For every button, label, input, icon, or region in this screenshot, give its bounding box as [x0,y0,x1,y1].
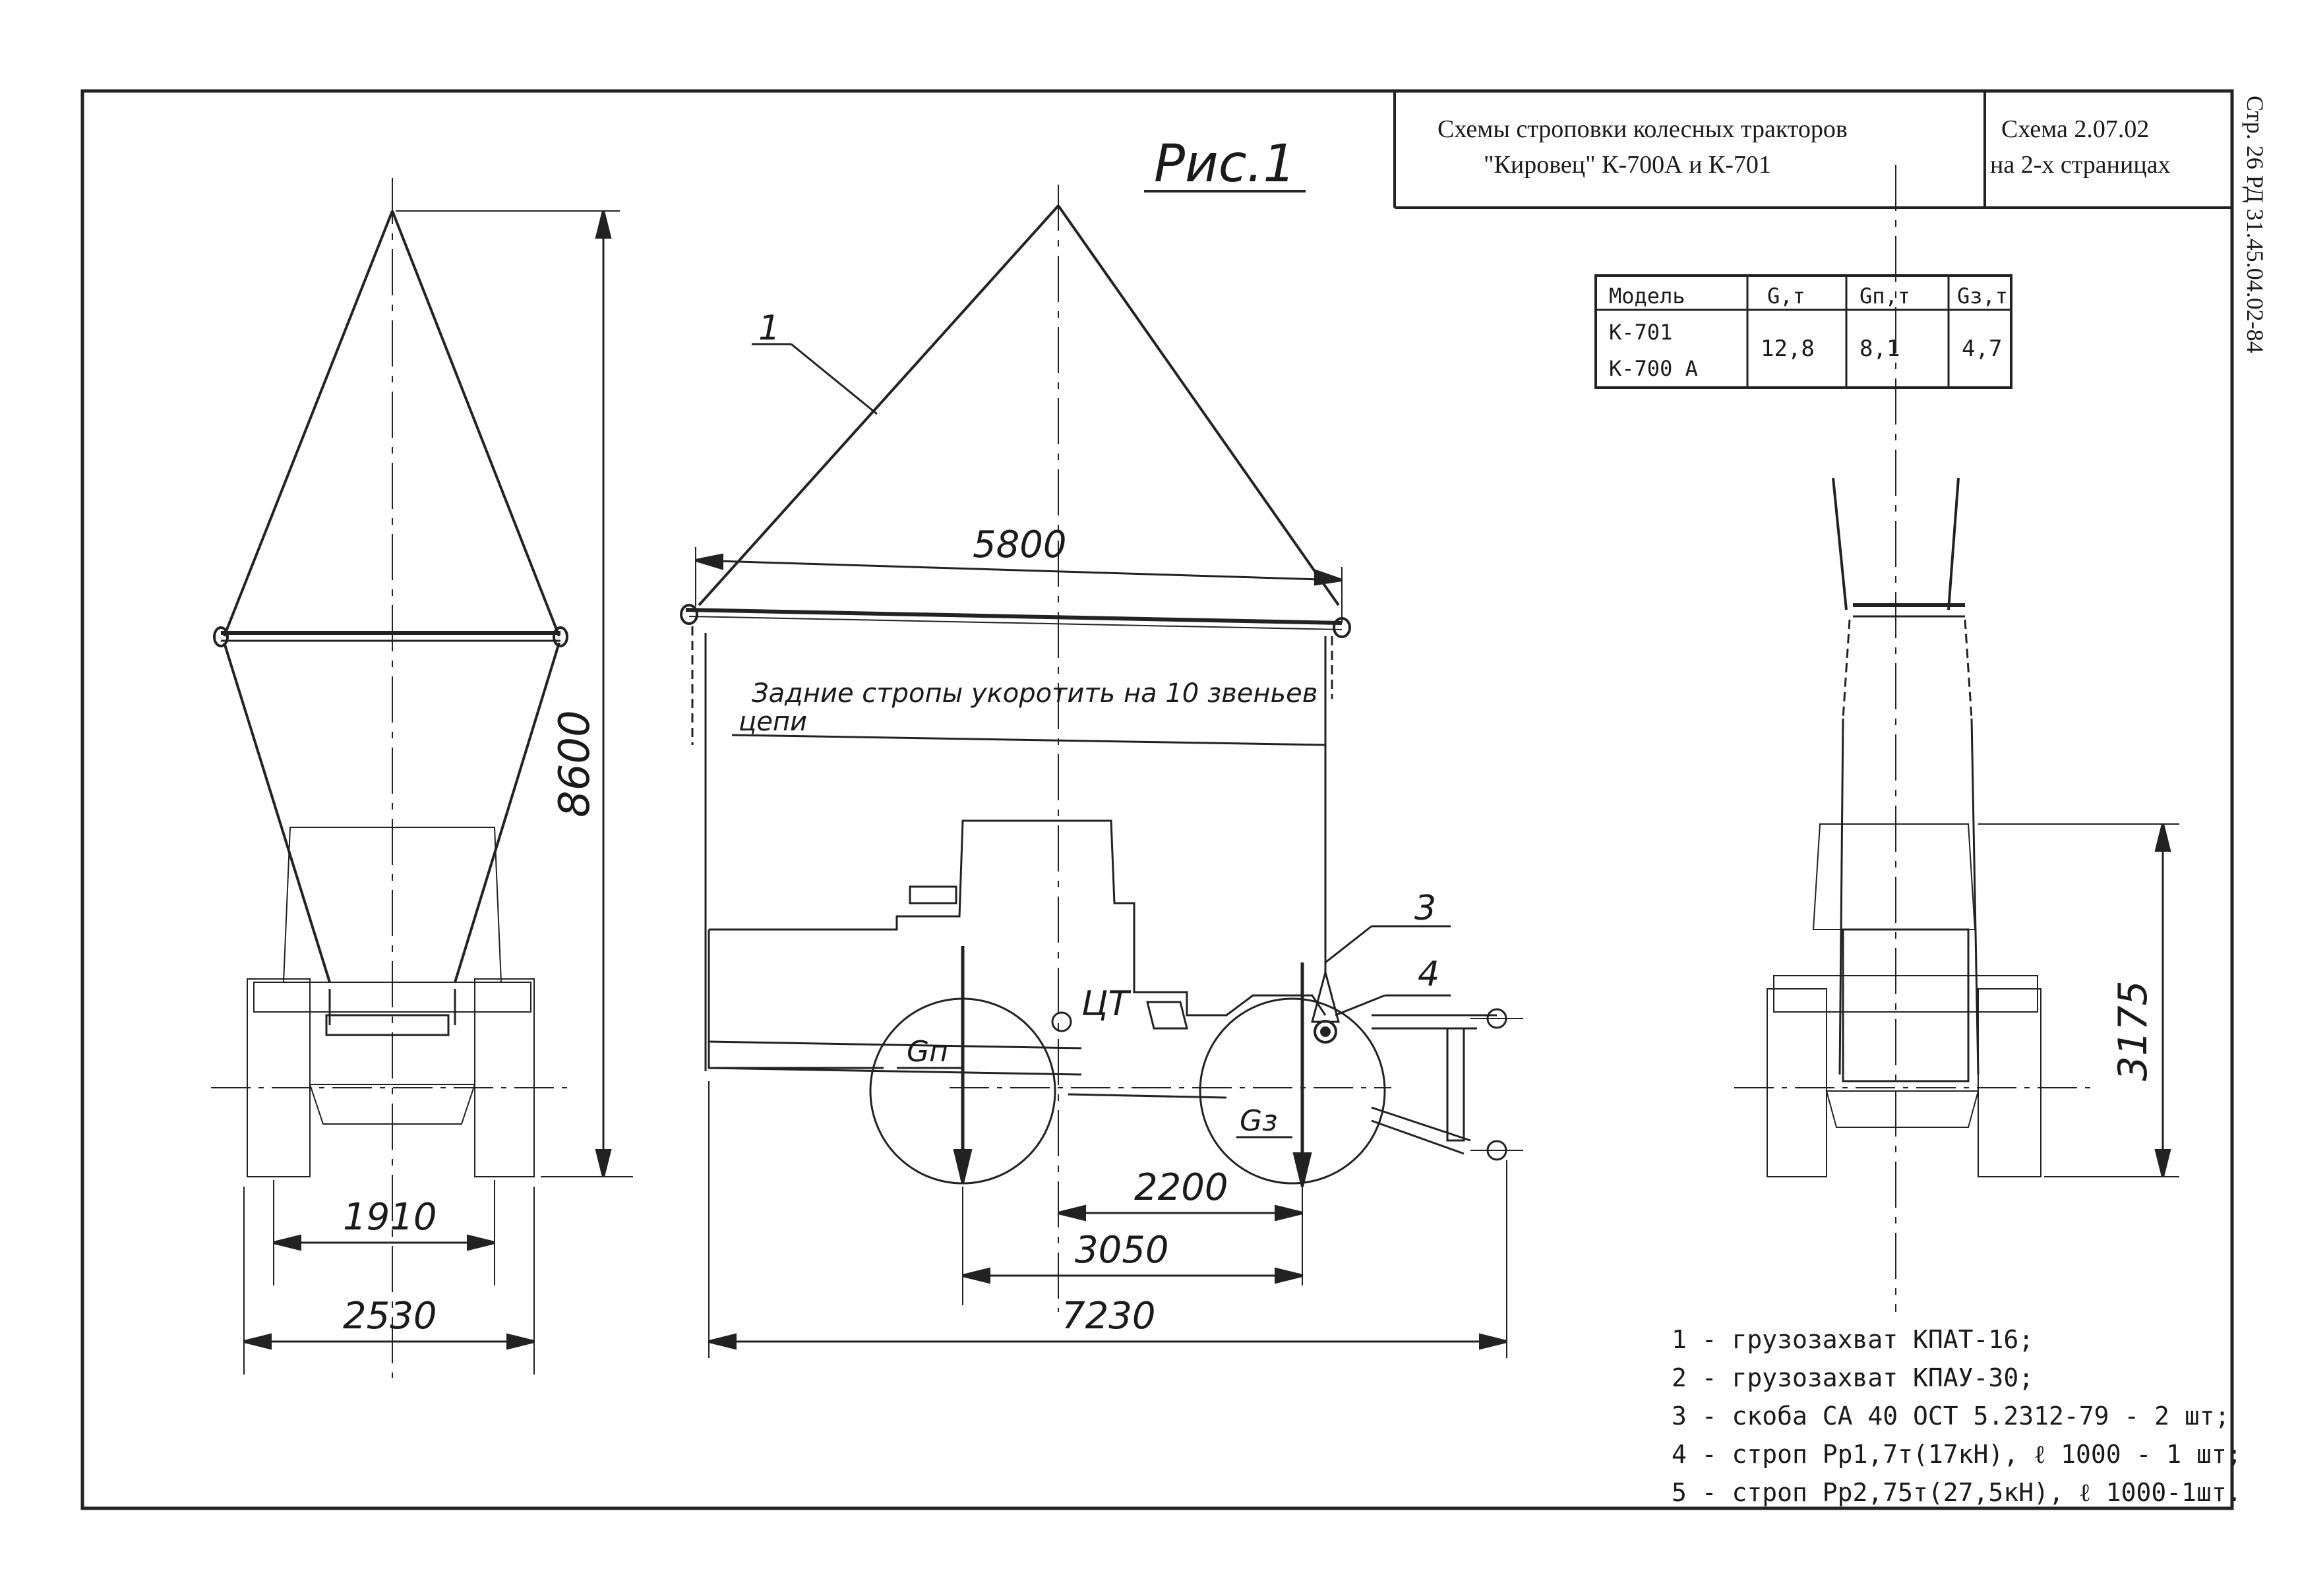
table-header-gp: Gп,т [1860,283,1910,309]
table-value-gp: 8,1 [1860,336,1900,362]
dim-3175: 3175 [2110,980,2156,1081]
scheme-number: Схема 2.07.02 [2001,115,2149,143]
label-gz: Gз [1240,1104,1278,1138]
table-header-gz: Gз,т [1957,283,2008,309]
note-line-1: Задние стропы укоротить на 10 звеньев [752,678,1317,709]
table-header-model: Модель [1609,283,1685,309]
center-view-side [680,185,1523,1358]
dim-3050: 3050 [1075,1229,1169,1272]
note-line-2: цепи [739,707,807,737]
figure-label: Рис.1 [1154,134,1296,194]
dim-5800: 5800 [973,523,1067,566]
callout-4: 4 [1418,955,1439,994]
dim-2200: 2200 [1134,1166,1228,1209]
dim-8600: 8600 [551,710,599,817]
callout-3: 3 [1414,889,1436,928]
side-stamp: Стр. 26 РД 31.45.04.02-84 [2242,96,2268,353]
table-model-1: К-701 [1609,320,1672,345]
dim-7230: 7230 [1062,1295,1156,1338]
callout-1: 1 [758,309,780,348]
legend-item: 1 - грузозахват КПАТ-16; [1672,1325,2034,1354]
table-value-g: 12,8 [1761,336,1815,362]
table-value-gz: 4,7 [1962,336,2002,362]
legend-item: 2 - грузозахват КПАУ-30; [1672,1363,2034,1392]
sheet-frame [80,89,2234,1510]
dim-1910: 1910 [343,1196,437,1239]
title-line-1: Схемы строповки колесных тракторов [1437,115,1848,143]
legend-item: 4 - строп Рр1,7т(17кН), ℓ 1000 - 1 шт; [1672,1440,2242,1469]
table-header-g: G,т [1767,283,1805,309]
left-view-rear [211,178,633,1378]
scheme-pages: на 2-х страницах [1990,151,2171,179]
right-view-front [1734,165,2179,1312]
title-block: Схемы строповки колесных тракторов "Киро… [1393,91,2232,209]
legend-item: 3 - скоба СА 40 ОСТ 5.2312-79 - 2 шт; [1672,1402,2229,1431]
label-center-of-gravity: ЦТ [1081,984,1132,1024]
center-of-gravity-marker [1051,1011,1072,1032]
label-gp: Gп [907,1035,948,1069]
weights-table: Модель G,т Gп,т Gз,т К-701 К-700 А 12,8 … [1594,274,2012,389]
dim-2530: 2530 [343,1295,437,1338]
title-line-2: "Кировец" К-700А и К-701 [1484,151,1771,179]
legend-item: 5 - строп Рр2,75т(27,5кН), ℓ 1000-1шт. [1672,1478,2242,1507]
legend: 1 - грузозахват КПАТ-16; 2 - грузозахват… [1672,1325,2242,1507]
table-model-2: К-700 А [1609,356,1698,381]
